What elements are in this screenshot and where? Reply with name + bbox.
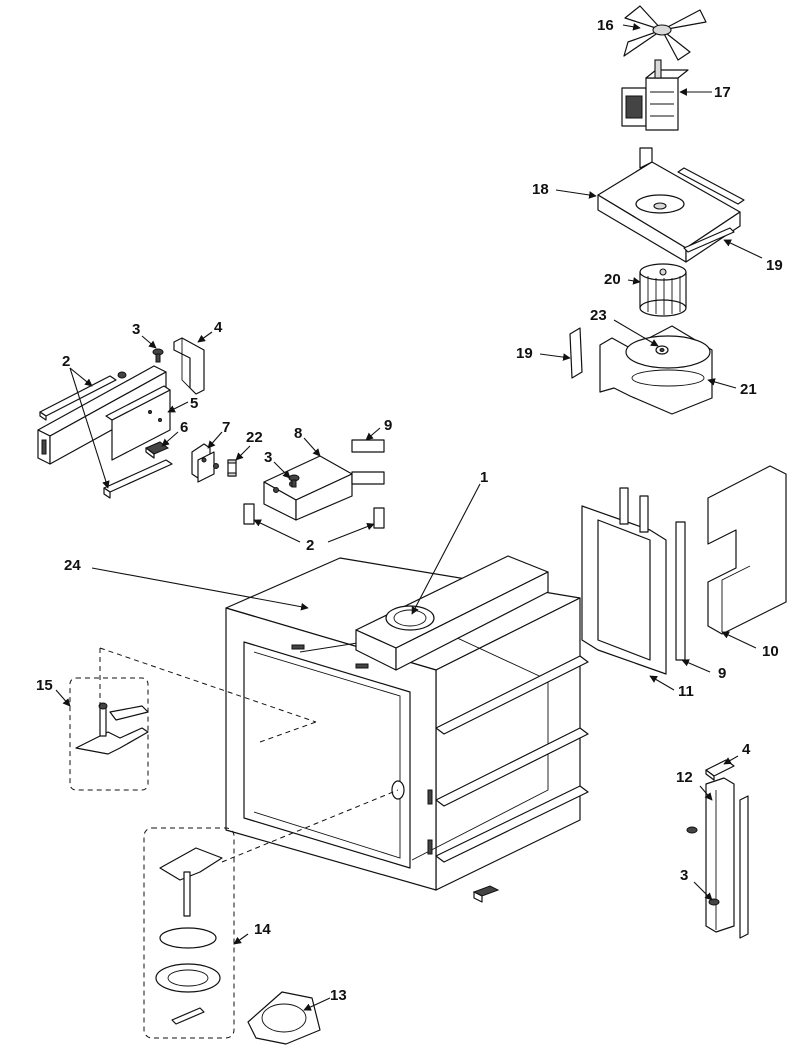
strip-part-19-left — [569, 327, 583, 379]
fan-blade-part-16 — [623, 5, 707, 61]
callout-3-upper: 3 — [132, 321, 140, 338]
callout-2-lower: 2 — [306, 537, 314, 554]
callout-9-right: 9 — [718, 665, 726, 682]
washer-part-23 — [655, 345, 669, 355]
strip-part-9-right — [675, 521, 686, 661]
block-part-2-right — [373, 507, 385, 529]
callout-9-upper: 9 — [384, 417, 392, 434]
callout-7: 7 — [222, 419, 230, 436]
cover-part-10 — [707, 465, 787, 635]
fuse-part-22 — [227, 459, 237, 477]
callout-18: 18 — [532, 181, 549, 198]
strip-part-19-upper — [677, 167, 745, 253]
callout-16: 16 — [597, 17, 614, 34]
stirrer-cover-part-13 — [247, 991, 321, 1045]
screw-part-3-upper — [117, 348, 164, 379]
strip-part-2-lower — [103, 459, 173, 499]
callout-14: 14 — [254, 921, 271, 938]
blower-housing-part-21 — [599, 325, 713, 415]
callout-5: 5 — [190, 395, 198, 412]
callout-23: 23 — [590, 307, 607, 324]
fan-motor-part-17 — [621, 59, 689, 131]
waveguide-part-1 — [355, 555, 549, 671]
callout-22: 22 — [246, 429, 263, 446]
callout-17: 17 — [714, 84, 731, 101]
callout-1: 1 — [480, 469, 488, 486]
strip-part-2-upper — [39, 375, 117, 421]
callout-19-upper: 19 — [766, 257, 783, 274]
dashed-connector-15c — [259, 721, 317, 743]
grommet-part — [472, 885, 500, 903]
block-part-2-left — [243, 503, 255, 525]
blower-wheel-part-20 — [639, 263, 687, 317]
bracket-part-4-upper — [173, 337, 205, 395]
strip-part-9-upper — [351, 439, 385, 485]
latch-assembly-part-15 — [69, 677, 149, 791]
leader-lines — [55, 23, 763, 1011]
motor-mount-plate-part-18 — [597, 147, 741, 263]
callout-2-upper: 2 — [62, 353, 70, 370]
callout-11: 11 — [678, 683, 694, 700]
bracket-part-12 — [705, 777, 735, 933]
panel-part-5 — [105, 385, 171, 461]
callout-21: 21 — [740, 381, 757, 398]
callout-8: 8 — [294, 425, 302, 442]
callout-24: 24 — [64, 557, 81, 574]
interlock-assembly-part-14 — [143, 827, 235, 1039]
bracket-part-8 — [263, 455, 353, 521]
dashed-connector-15 — [99, 647, 317, 723]
callout-10: 10 — [762, 643, 779, 660]
switch-part-6 — [145, 441, 169, 459]
callout-6: 6 — [180, 419, 188, 436]
callout-13: 13 — [330, 987, 347, 1004]
callout-3-middle: 3 — [264, 449, 272, 466]
callout-3-lower: 3 — [680, 867, 688, 884]
air-duct-part-11 — [581, 487, 667, 675]
strip-part-lower-right — [739, 795, 749, 939]
callout-4-lower: 4 — [742, 741, 751, 758]
callout-4-upper: 4 — [214, 319, 223, 336]
callout-15: 15 — [36, 677, 53, 694]
callout-12: 12 — [676, 769, 693, 786]
callout-20: 20 — [604, 271, 621, 288]
bracket-part-7 — [191, 443, 219, 483]
dashed-connector-14 — [221, 789, 399, 863]
screw-part-3-middle — [288, 474, 300, 488]
callout-labels: 16 17 18 19 20 23 19 21 3 4 2 5 6 7 22 8… — [36, 17, 783, 1004]
callout-19-left: 19 — [516, 345, 533, 362]
block-part-4-lower — [705, 759, 735, 781]
